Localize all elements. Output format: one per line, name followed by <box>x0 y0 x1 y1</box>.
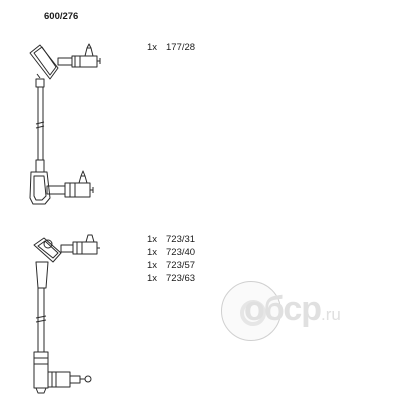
item-code: 177/28 <box>166 42 196 53</box>
item-code: 723/40 <box>166 247 196 258</box>
cable-2-lead <box>35 261 49 352</box>
cable-1-parts-list: 1x 177/28 <box>147 42 195 55</box>
cable-2 <box>33 234 100 394</box>
item-code: 723/57 <box>166 260 196 271</box>
list-item: 1x 723/63 <box>147 273 195 286</box>
item-qty: 1x <box>147 42 158 53</box>
item-qty: 1x <box>147 273 158 284</box>
item-code: 723/63 <box>166 273 196 284</box>
list-item: 1x 723/40 <box>147 247 195 260</box>
list-item: 1x 723/31 <box>147 234 195 247</box>
item-qty: 1x <box>147 260 158 271</box>
item-qty: 1x <box>147 234 158 245</box>
watermark-brand: oбсp <box>244 290 322 328</box>
watermark: oбсp.ru <box>244 290 341 329</box>
cable-1-bottom-boot <box>29 170 94 205</box>
cable-1 <box>29 43 101 205</box>
watermark-ring-icon <box>240 300 266 326</box>
item-qty: 1x <box>147 247 158 258</box>
cable-2-top-boot <box>33 234 100 263</box>
part-number: 600/276 <box>44 11 79 22</box>
list-item: 1x 723/57 <box>147 260 195 273</box>
list-item: 1x 177/28 <box>147 42 195 55</box>
cable-2-parts-list: 1x 723/31 1x 723/40 1x 723/57 1x 723/63 <box>147 234 195 286</box>
item-code: 723/31 <box>166 234 196 245</box>
watermark-logo-icon <box>221 281 281 341</box>
cable-2-bottom-boot <box>33 351 92 394</box>
cable-1-top-boot <box>29 43 101 80</box>
watermark-suffix: .ru <box>321 305 341 324</box>
cable-1-lead <box>35 78 45 173</box>
